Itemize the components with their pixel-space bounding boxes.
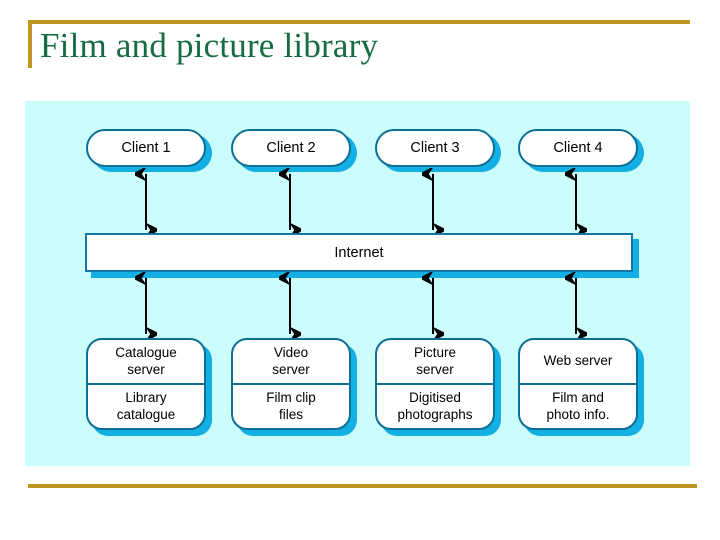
server-1-name-line1: Catalogue [115,344,177,360]
server-3-name-line2: server [416,361,454,377]
server-2-name-line1: Video [273,344,309,360]
client-4-label: Client 4 [553,139,603,156]
page-title: Film and picture library [40,26,379,65]
client-2-label: Client 2 [266,139,316,156]
connector-client-3-internet [422,168,444,236]
connector-client-4-internet [565,168,587,236]
server-2-name-line2: server [272,361,310,377]
connector-internet-server-2 [279,272,301,340]
title-rule-top [28,20,690,24]
server-4-name: Web server [520,340,636,385]
server-1-content-line1: Library [125,389,167,405]
client-3-label: Client 3 [410,139,460,156]
client-2-node[interactable]: Client 2 [231,129,351,167]
internet-label: Internet [334,244,384,261]
server-4-content-line1: Film and [552,389,604,405]
client-1-node[interactable]: Client 1 [86,129,206,167]
server-4-name-line1: Web server [543,353,613,369]
server-1-name-line2: server [127,361,165,377]
connector-client-2-internet [279,168,301,236]
server-3-content-line2: photographs [397,406,473,422]
footer-rule [28,484,697,488]
connector-internet-server-3 [422,272,444,340]
server-3-name-line1: Picture [413,344,457,360]
client-1-label: Client 1 [121,139,171,156]
title-rule-left [28,20,32,68]
connector-internet-server-1 [135,272,157,340]
connector-internet-server-4 [565,272,587,340]
internet-node[interactable]: Internet [85,233,633,272]
server-3-content-line1: Digitised [409,389,461,405]
server-2-content-line2: files [278,406,303,422]
client-4-node[interactable]: Client 4 [518,129,638,167]
server-4-content-line2: photo info. [546,406,610,422]
server-2-content-line1: Film clip [266,389,316,405]
client-3-node[interactable]: Client 3 [375,129,495,167]
connector-client-1-internet [135,168,157,236]
server-1-content-line2: catalogue [116,406,176,422]
